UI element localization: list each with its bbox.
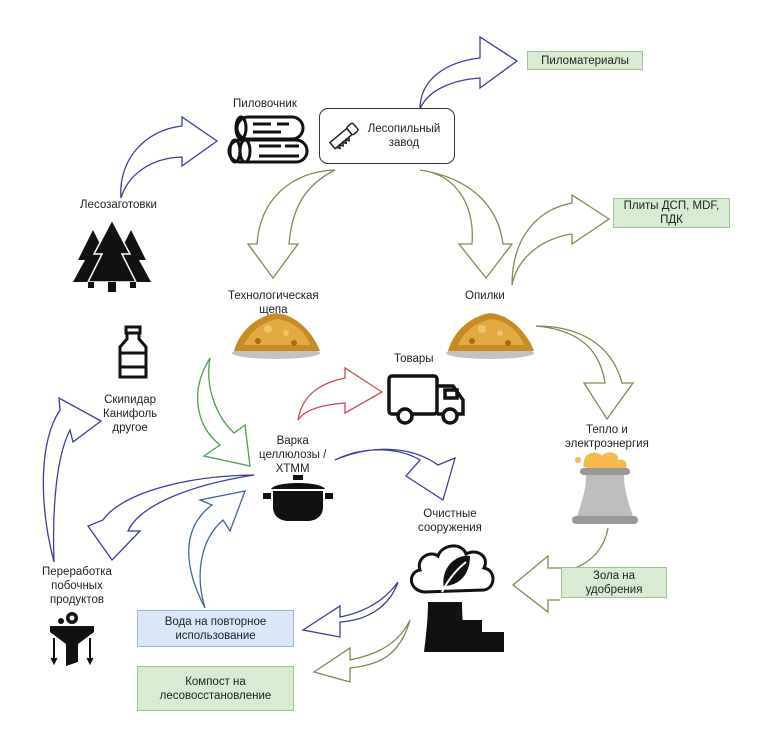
logs-icon: [227, 115, 309, 164]
label-chips: Технологическая щепа: [228, 289, 319, 317]
chips-line-2: щепа: [259, 304, 288, 316]
byproducts-line-3: другое: [112, 422, 148, 434]
compost-line-2: лесовосстановление: [159, 689, 272, 702]
label-logging: Лесозаготовки: [80, 199, 157, 211]
bottle-icon: [118, 325, 148, 379]
processing-line-2: побочных: [51, 580, 103, 592]
ash-line-1: Зола на: [592, 569, 636, 582]
forest-icon: [73, 220, 151, 292]
heat-line-1: Тепло и: [585, 424, 628, 436]
arrow-sawmill-to-sawdust: [419, 169, 514, 280]
arrow-sawdust-to-boards: [511, 193, 611, 286]
node-compost: Компост на лесовосстановление: [137, 666, 294, 711]
boards-line-2: ПДК: [660, 214, 683, 226]
processing-line-1: Переработка: [42, 566, 112, 578]
arrow-pulping-to-goods: [297, 366, 384, 421]
processing-line-3: продуктов: [49, 594, 104, 606]
pot-icon: [263, 475, 333, 521]
wood-pile-icon: [446, 313, 534, 359]
label-pulping: Варка целлюлозы / ХТММ: [259, 434, 326, 476]
label-byproduct-processing: Переработка побочных продуктов: [42, 565, 112, 607]
arrow-processing-to-byproducts: [42, 396, 103, 563]
label-byproducts: Скипидар Канифоль другое: [103, 393, 157, 435]
arrow-pulping-to-treatment: [334, 448, 456, 502]
water-line-2: использование: [175, 629, 256, 642]
treatment-line-1: Очистные: [423, 508, 477, 520]
node-ash: Зола на удобрения: [561, 567, 667, 598]
wood-pile-icon: [232, 313, 320, 359]
label-sawdust: Опилки: [465, 290, 505, 302]
pulping-line-2: целлюлозы /: [259, 449, 327, 461]
arrow-chips-to-pulping: [197, 357, 251, 467]
compost-line-1: Компост на: [185, 675, 246, 688]
arrow-treatment-to-compost: [312, 619, 411, 683]
label-goods: Товары: [394, 353, 434, 365]
node-water: Вода на повторное использование: [137, 610, 294, 647]
heat-line-2: электроэнергия: [565, 438, 649, 450]
pulping-line-3: ХТММ: [275, 463, 310, 475]
sawmill-line-2: завод: [388, 137, 420, 149]
label-roundwood: Пиловочник: [233, 98, 297, 110]
boards-line-1: Плиты ДСП, MDF,: [623, 200, 720, 212]
label-treatment: Очистные сооружения: [418, 507, 482, 535]
byproducts-line-1: Скипидар: [104, 394, 157, 406]
arrow-treatment-to-water: [301, 581, 399, 638]
chips-line-1: Технологическая: [228, 290, 319, 302]
arrow-sawmill-to-lumber: [419, 35, 519, 110]
arrow-logging-to-roundwood: [120, 115, 219, 199]
cooling-tower-icon: [572, 452, 638, 524]
treatment-line-2: сооружения: [418, 522, 482, 534]
node-boards: Плиты ДСП, MDF, ПДК: [613, 198, 730, 228]
node-lumber: Пиломатериалы: [527, 51, 643, 70]
arrow-water-to-pulping: [188, 490, 247, 609]
pulping-line-1: Варка: [276, 435, 309, 447]
arrow-heat-to-ash: [511, 527, 609, 614]
funnel-gear-icon: [50, 612, 94, 666]
arrow-sawmill-to-chips: [246, 169, 336, 280]
label-heat-power: Тепло и электроэнергия: [565, 423, 649, 451]
byproducts-line-2: Канифоль: [103, 408, 158, 420]
arrow-pulping-to-processing: [86, 474, 255, 562]
truck-icon: [387, 374, 465, 425]
arrow-sawdust-to-heat: [535, 325, 635, 421]
saw-icon: [329, 122, 359, 150]
node-sawmill: Лесопильный завод: [319, 108, 455, 164]
ash-line-2: удобрения: [585, 583, 643, 596]
eco-factory-icon: [410, 544, 504, 652]
water-line-1: Вода на повторное: [164, 615, 267, 628]
sawmill-line-1: Лесопильный: [367, 123, 441, 135]
